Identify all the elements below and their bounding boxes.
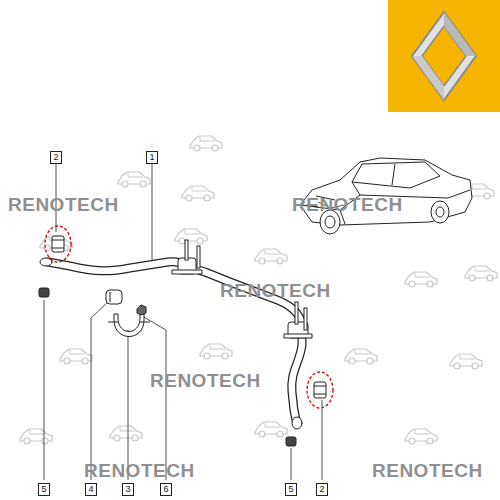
callout-number: 4: [85, 483, 97, 496]
car-watermark: [200, 344, 232, 359]
car-watermark: [255, 422, 287, 437]
car-watermark: [110, 426, 142, 441]
car-watermark: [405, 429, 437, 444]
callout-number: 2: [316, 483, 328, 496]
watermark: RENOTECH: [150, 370, 261, 392]
callout-number: 1: [146, 151, 158, 164]
car-watermark: [450, 354, 482, 369]
car-watermarks: [20, 136, 497, 444]
callout-number: 5: [285, 483, 297, 496]
renault-logo: [388, 0, 500, 112]
car-watermark: [60, 349, 92, 364]
car-watermark: [40, 236, 72, 251]
loose-parts: [39, 236, 326, 446]
watermark: RENOTECH: [8, 194, 119, 216]
watermark: RENOTECH: [84, 460, 195, 482]
watermark: RENOTECH: [220, 280, 331, 302]
car-watermark: [345, 349, 377, 364]
car-watermark: [182, 186, 214, 201]
highlight-circles: [45, 226, 333, 408]
car-watermark: [175, 229, 207, 244]
car-watermark: [190, 136, 222, 151]
car-watermark: [20, 429, 52, 444]
callout-number: 5: [38, 483, 50, 496]
watermark: RENOTECH: [292, 194, 403, 216]
callout-number: 2: [50, 151, 62, 164]
car-watermark: [118, 172, 150, 187]
car-watermark: [405, 272, 437, 287]
watermark: RENOTECH: [372, 460, 483, 482]
callout-number: 6: [160, 483, 172, 496]
car-watermark: [255, 249, 287, 264]
callout-number: 3: [122, 483, 134, 496]
car-watermark: [465, 266, 497, 281]
